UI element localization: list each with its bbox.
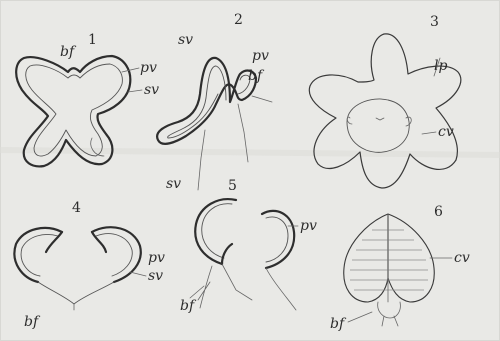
figure-3-number: 3 xyxy=(430,14,439,30)
figure-2-label-sv: sv xyxy=(178,32,193,48)
figure-4-label-sv: sv xyxy=(148,268,163,284)
figure-3-label-lp: lp xyxy=(434,58,447,74)
figure-5-number: 5 xyxy=(228,178,237,194)
figure-2-number: 2 xyxy=(234,12,243,28)
figure-6-number: 6 xyxy=(434,204,443,220)
figure-2-label-pv: pv xyxy=(252,48,269,64)
figure-6-label-cv: cv xyxy=(454,250,470,266)
figure-5-label-sv: sv xyxy=(166,176,181,192)
figure-1-number: 1 xyxy=(88,32,97,48)
figure-4-label-pv: pv xyxy=(148,250,165,266)
figure-1-label-sv: sv xyxy=(144,82,159,98)
figure-1-label-pv: pv xyxy=(140,60,157,76)
figure-3-label-cv: cv xyxy=(438,124,454,140)
figure-5-label-pv: pv xyxy=(300,218,317,234)
figure-4-number: 4 xyxy=(72,200,81,216)
